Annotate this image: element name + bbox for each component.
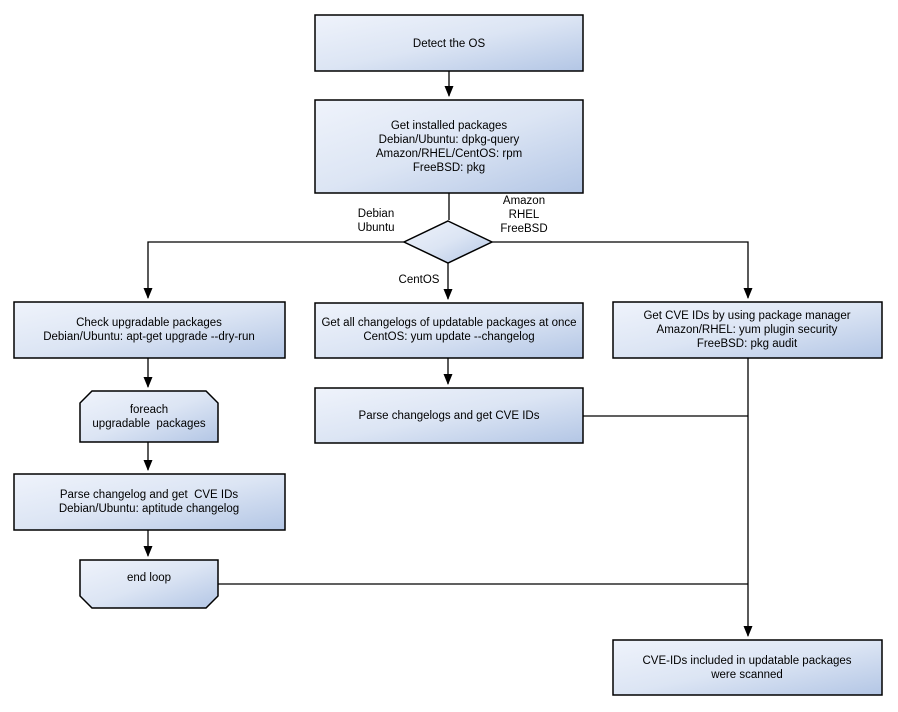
node-end-loop xyxy=(79,559,219,609)
node-parse-changelogs xyxy=(314,387,584,444)
edge-decision-to-check-upgradable xyxy=(143,241,404,299)
node-check-upgradable xyxy=(13,301,286,359)
node-detect-os xyxy=(314,14,584,72)
node-foreach-loop xyxy=(79,390,219,443)
edge-decision-to-get-cve xyxy=(492,241,753,299)
node-get-installed xyxy=(314,99,584,194)
node-result xyxy=(612,639,883,696)
node-get-all-changelogs xyxy=(314,302,584,359)
decision-os-diamond xyxy=(402,220,494,264)
node-parse-changelog xyxy=(13,473,286,531)
node-get-cve-pkg-manager xyxy=(612,301,883,359)
